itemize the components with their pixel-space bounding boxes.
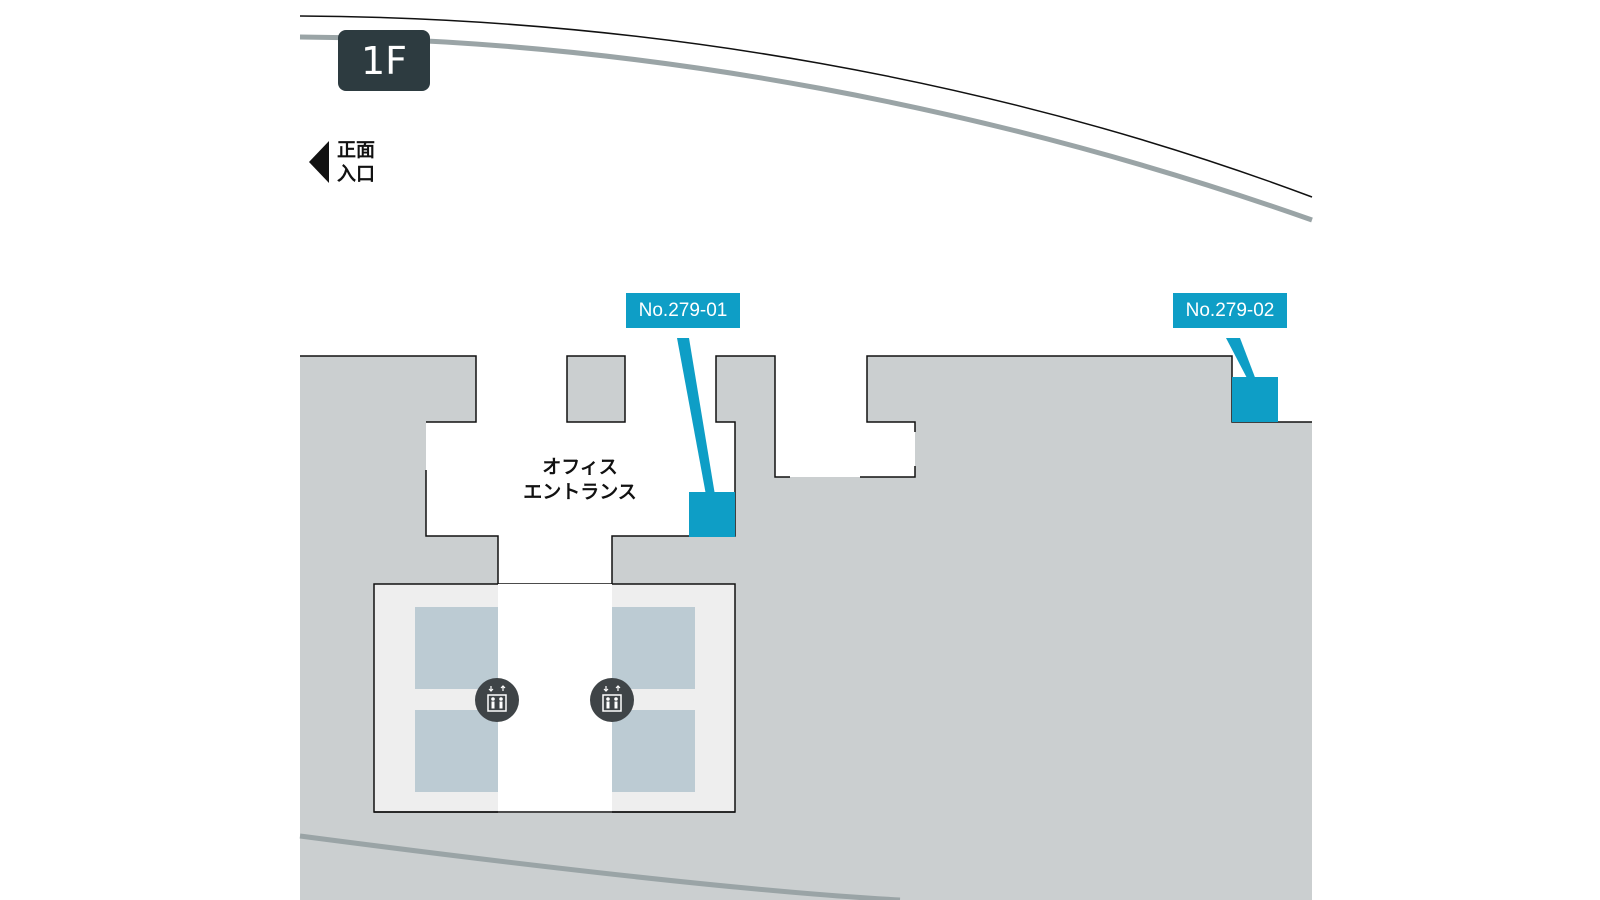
elevator-shaft <box>415 710 498 792</box>
spot-pointer-279-02 <box>1226 338 1256 380</box>
floor-badge: 1F <box>338 30 430 91</box>
area-label-line1: オフィス <box>542 456 618 478</box>
road-line-thick <box>299 34 1313 223</box>
spot-marker-279-02[interactable] <box>1232 377 1278 422</box>
road-line-bottom <box>299 833 901 900</box>
spot-tag-279-02[interactable]: No.279-02 <box>1173 293 1287 328</box>
entrance-label-line2: 入口 <box>337 163 376 185</box>
elevator-shaft <box>612 607 695 689</box>
spot-pointer-279-01 <box>677 338 715 495</box>
main-entrance: 正面 入口 <box>309 138 375 186</box>
spot-marker-279-01[interactable] <box>689 492 735 537</box>
pillar-block <box>566 355 626 423</box>
office-entrance-label: オフィス エントランス <box>490 455 670 505</box>
arrow-left-icon <box>309 141 329 183</box>
elevator-shaft <box>612 710 695 792</box>
road-line-thin <box>299 15 1313 198</box>
area-label-line2: エントランス <box>523 481 637 503</box>
building-area <box>300 356 1312 900</box>
elevator-icon[interactable] <box>590 678 634 722</box>
building-outline <box>300 355 1312 584</box>
spot-tag-279-01[interactable]: No.279-01 <box>626 293 740 328</box>
elevator-shaft <box>415 607 498 689</box>
entrance-label: 正面 入口 <box>337 138 375 186</box>
elevator-icon[interactable] <box>475 678 519 722</box>
entrance-label-line1: 正面 <box>337 139 376 161</box>
